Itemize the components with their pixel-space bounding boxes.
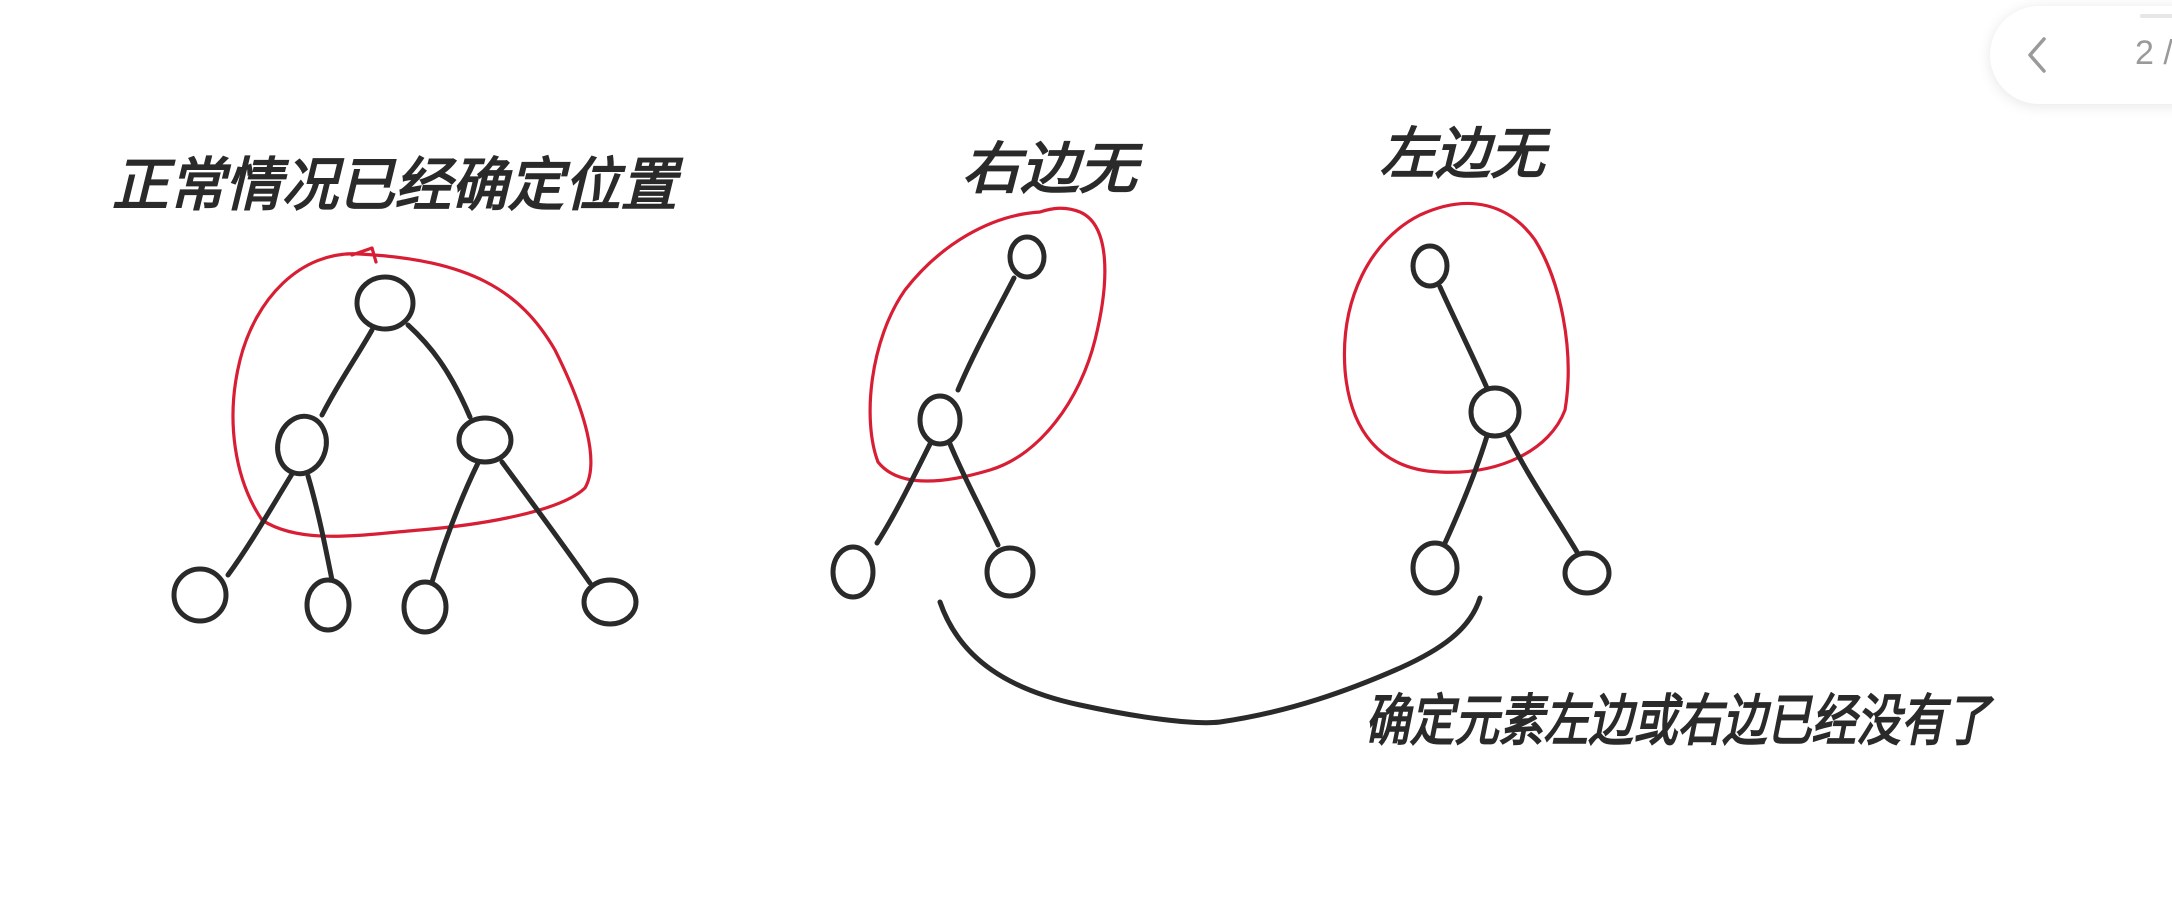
edge-root-child — [955, 275, 1017, 393]
connector-arc — [937, 595, 1483, 726]
edge-root-right — [405, 322, 473, 420]
page-indicator: 2 / — [2135, 34, 2172, 72]
edge-left-leaf1 — [225, 471, 295, 578]
node-child — [1468, 385, 1522, 439]
note-left-or-right-gone: 确定元素左边或右边已经没有了 — [1365, 689, 1995, 754]
label-left-empty: 左边无 — [1380, 122, 1552, 187]
node-leaf-1 — [171, 566, 229, 624]
previous-page-button[interactable] — [2012, 30, 2062, 80]
node-root — [1410, 243, 1450, 289]
node-root — [354, 274, 416, 332]
label-normal-case: 正常情况已经确定位置 — [112, 151, 684, 219]
highlight-ellipse-left-empty — [1342, 201, 1570, 474]
node-leaf-1 — [1410, 540, 1460, 596]
chevron-left-icon — [2028, 37, 2046, 73]
node-leaf-2 — [984, 545, 1036, 599]
tree-right-empty: 右边无 — [830, 137, 1144, 600]
edge-child-leaf2 — [947, 441, 1001, 548]
node-right-child — [456, 415, 514, 465]
node-leaf-1 — [830, 544, 876, 600]
edge-child-leaf1 — [1442, 433, 1490, 546]
label-right-empty: 右边无 — [962, 137, 1144, 202]
node-leaf-2 — [304, 577, 352, 633]
node-child — [917, 393, 963, 447]
page-navigator: 2 / — [1990, 6, 2172, 104]
tree-normal: 正常情况已经确定位置 — [112, 151, 684, 635]
edge-right-leaf4 — [499, 459, 593, 586]
node-leaf-3 — [401, 579, 449, 635]
edge-root-left — [319, 327, 375, 418]
page-progress-track — [2140, 14, 2172, 18]
highlight-ellipse-right-empty — [868, 206, 1107, 483]
highlight-tick-normal — [350, 246, 378, 264]
edge-root-child — [1437, 284, 1490, 391]
node-root — [1007, 234, 1047, 280]
highlight-ellipse-normal — [231, 252, 593, 538]
edge-child-leaf1 — [874, 441, 933, 546]
edge-child-leaf2 — [1504, 431, 1580, 555]
node-left-child — [275, 413, 329, 477]
node-leaf-2 — [1562, 550, 1612, 596]
edge-right-leaf3 — [429, 460, 481, 585]
tree-left-empty: 左边无 — [1342, 122, 1612, 596]
node-leaf-4 — [581, 577, 639, 627]
edge-left-leaf2 — [305, 473, 335, 583]
